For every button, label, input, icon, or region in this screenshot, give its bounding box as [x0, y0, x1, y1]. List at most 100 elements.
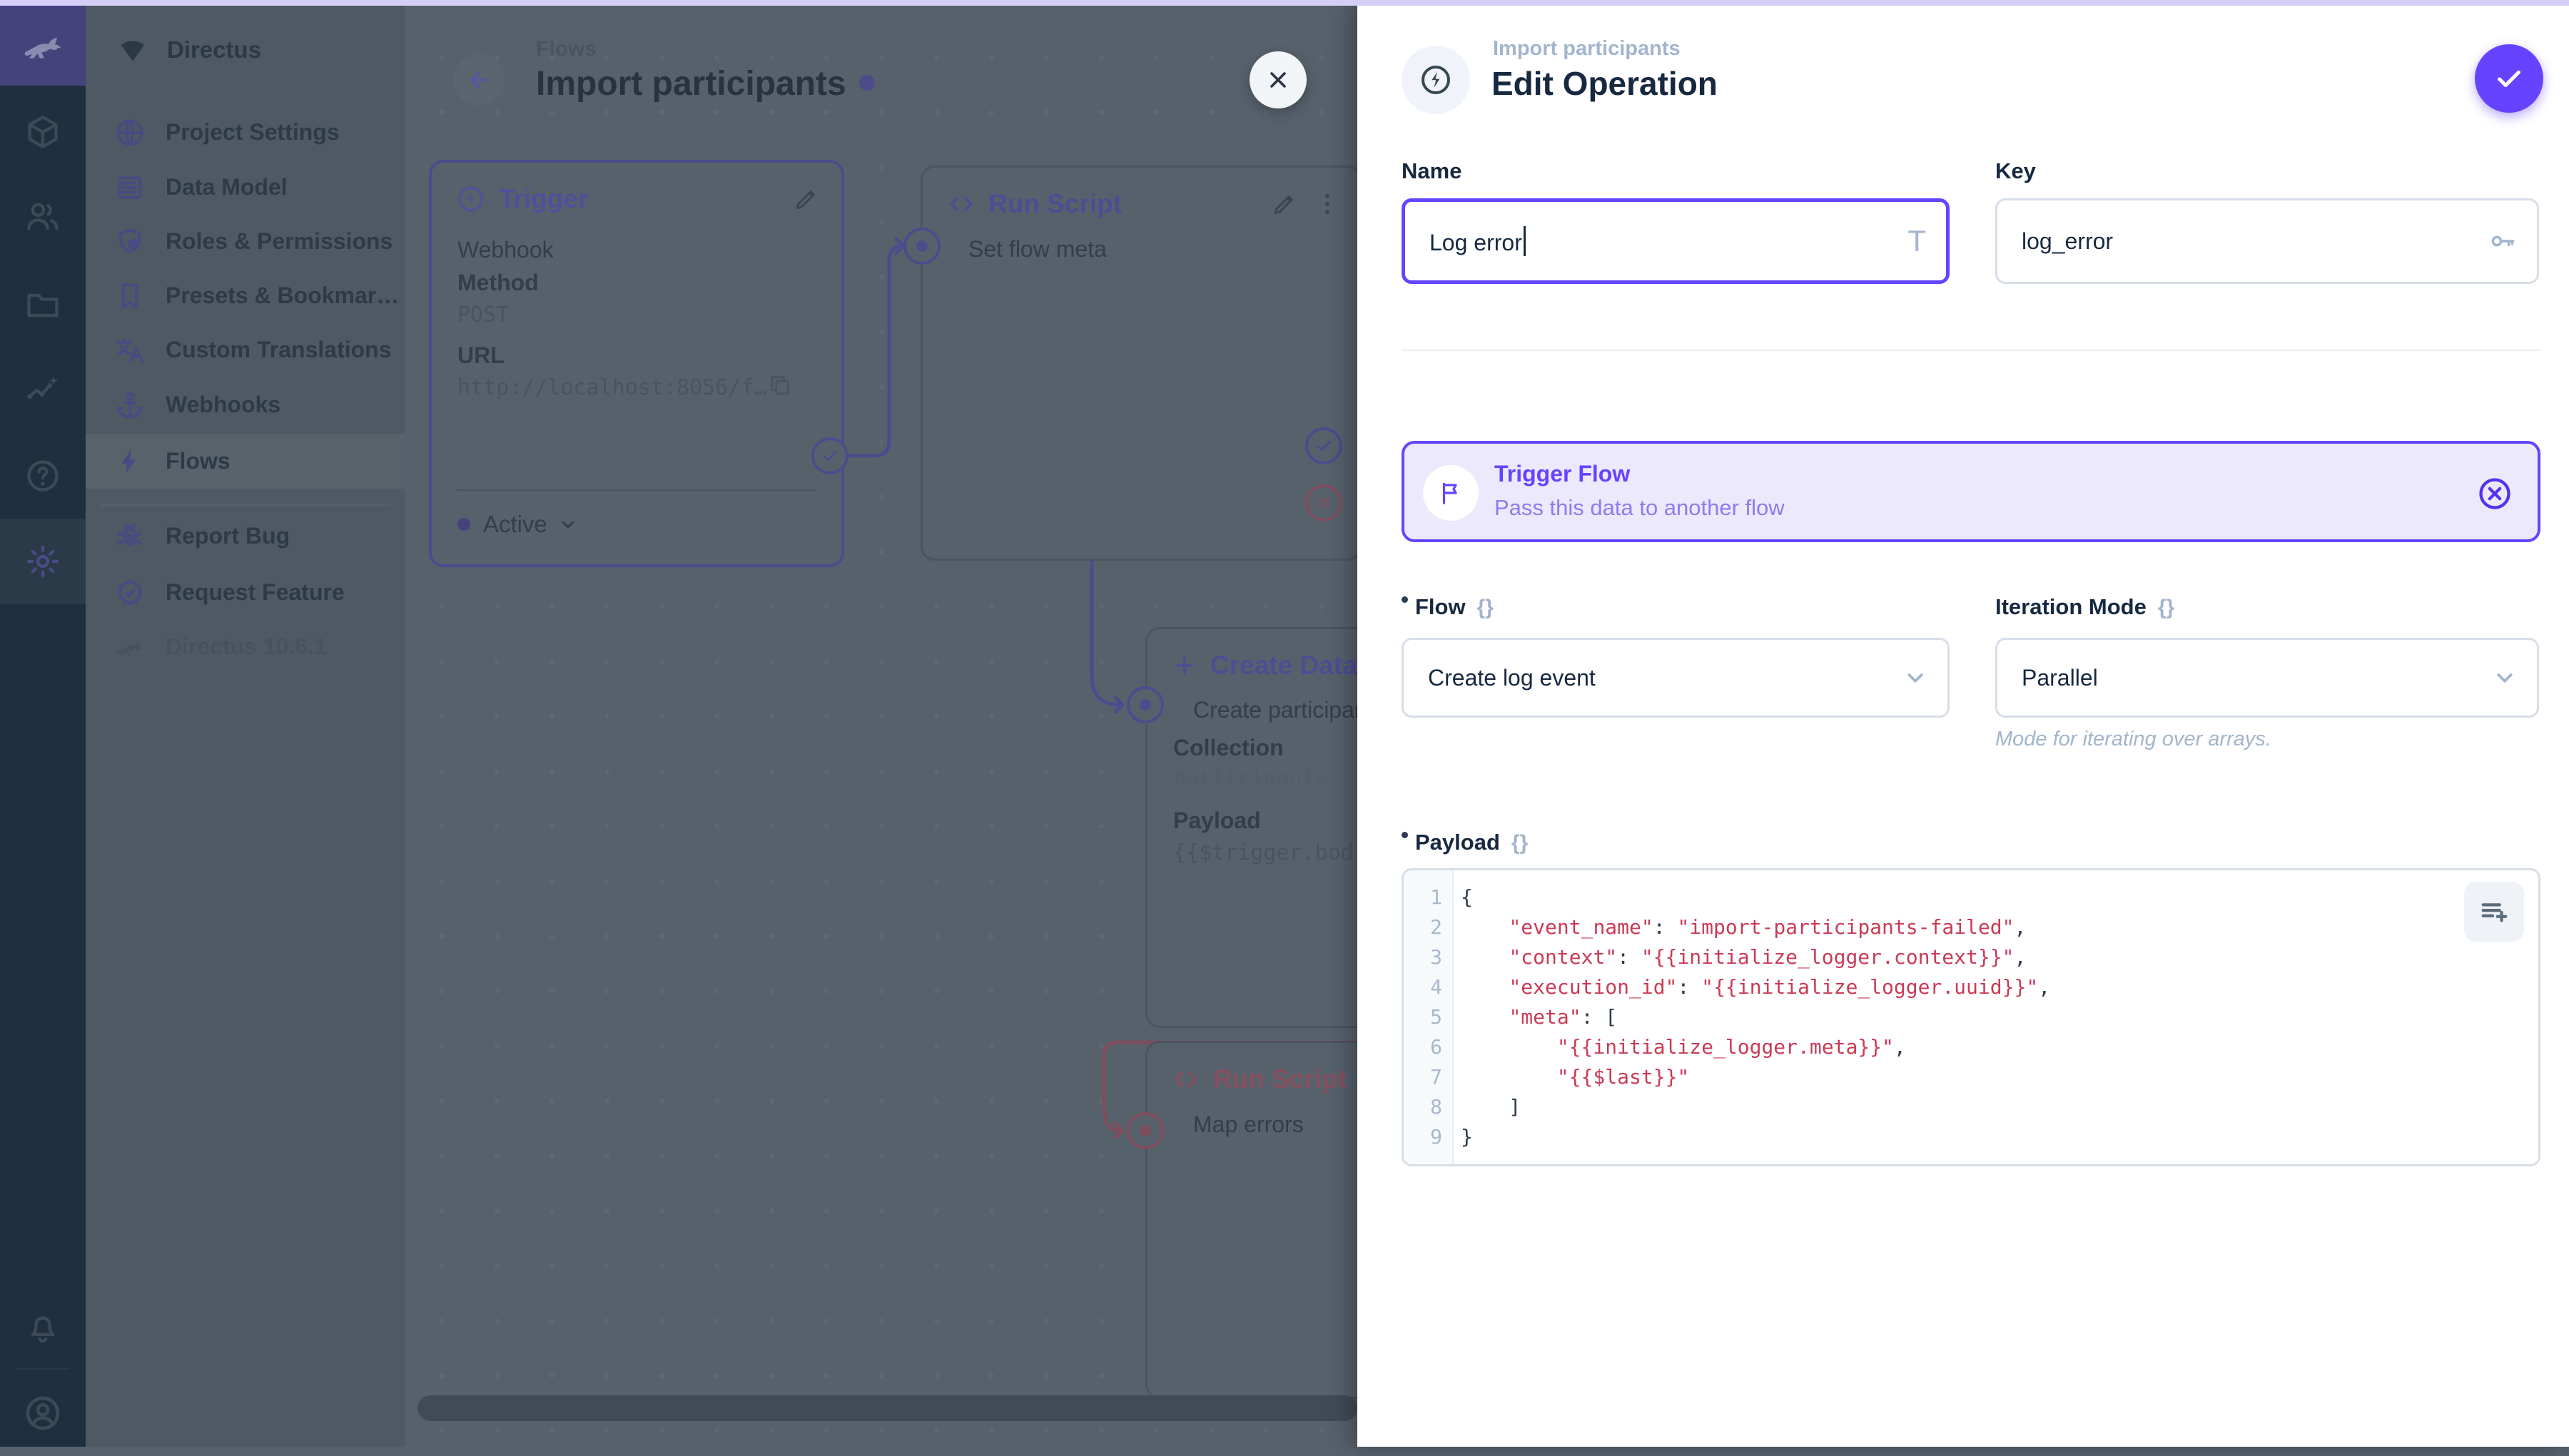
bolt-circle-icon: [1419, 63, 1453, 97]
create-data-input-connector: [1127, 686, 1164, 723]
copy-url-button[interactable]: [767, 372, 793, 398]
sidebar-item-request-feature[interactable]: Request Feature: [86, 565, 405, 620]
sidebar-item-label: Custom Translations: [166, 337, 392, 362]
notifications-bell-icon: [24, 1309, 61, 1346]
settings-sidebar: Directus Project Settings Data Model Rol…: [86, 6, 405, 1447]
run-script-input-connector: [903, 228, 941, 265]
payload-code-editor[interactable]: 1{2 "event_name": "import-participants-f…: [1402, 868, 2540, 1166]
settings-gear-icon: [24, 543, 61, 580]
run-script-header: Run Script: [947, 189, 1122, 219]
run-script-edit-button[interactable]: [1271, 190, 1298, 218]
banner-title: Trigger Flow: [1494, 461, 1631, 487]
back-button[interactable]: [454, 54, 505, 106]
page-title: Import participants: [536, 64, 875, 103]
payload-label: Payload: [1173, 808, 1261, 833]
map-errors-panel[interactable]: Run Script Map errors: [1145, 1041, 1357, 1399]
name-input[interactable]: Log error T: [1402, 198, 1950, 284]
sidebar-item-report-bug[interactable]: Report Bug: [86, 509, 405, 564]
sidebar-item-label: Flows: [166, 448, 230, 474]
code-line: 2 "event_name": "import-participants-fai…: [1430, 915, 2027, 939]
code-line: 5 "meta": [: [1430, 1004, 1618, 1029]
trigger-panel[interactable]: Trigger Webhook Method POST URL http://l…: [429, 160, 844, 567]
sidebar-item-presets-bookmarks[interactable]: Presets & Bookmar…: [86, 268, 405, 323]
sidebar-item-roles-permissions[interactable]: Roles & Permissions: [86, 214, 405, 269]
panel-divider: [456, 489, 817, 491]
directus-rabbit-icon: [114, 631, 146, 663]
save-button[interactable]: [2475, 44, 2543, 113]
iteration-mode-select[interactable]: Parallel: [1995, 638, 2539, 718]
title-case-icon: T: [1907, 224, 1926, 258]
project-switcher[interactable]: Directus: [86, 24, 405, 76]
module-users-button[interactable]: [0, 173, 86, 259]
required-dot: [1402, 832, 1408, 838]
operation-name: Create participant: [1193, 697, 1357, 723]
sidebar-item-custom-translations[interactable]: Custom Translations: [86, 322, 405, 377]
url-label: URL: [457, 342, 505, 368]
braces-icon: {}: [1476, 596, 1494, 619]
module-help-button[interactable]: [0, 433, 86, 519]
data-model-icon: [114, 172, 146, 203]
code-tag-icon: [947, 190, 976, 218]
run-script-menu-button[interactable]: [1314, 190, 1341, 218]
collection-value: participants: [1173, 765, 1328, 790]
trigger-edit-button[interactable]: [793, 185, 820, 213]
kebab-menu-icon: [1314, 190, 1341, 218]
bug-icon: [114, 521, 146, 552]
key-icon: [2487, 226, 2517, 256]
notifications-button[interactable]: [0, 1285, 86, 1370]
key-label: Key: [1995, 158, 2036, 183]
module-settings-button[interactable]: [0, 519, 86, 604]
flow-status-toggle[interactable]: Active: [457, 511, 579, 538]
sidebar-item-webhooks[interactable]: Webhooks: [86, 377, 405, 432]
code-lines: 1{2 "event_name": "import-participants-f…: [1404, 882, 2538, 1151]
directus-fan-icon: [117, 34, 148, 66]
sidebar-item-label: Request Feature: [166, 579, 345, 605]
horizontal-scrollbar[interactable]: [417, 1395, 1357, 1421]
shield-user-icon: [114, 226, 146, 258]
flow-canvas: Flows Import participants Trigger Webhoo…: [405, 6, 1357, 1447]
playlist-add-icon: [2478, 895, 2510, 928]
users-module-icon: [24, 198, 61, 235]
account-button[interactable]: [0, 1370, 86, 1456]
sidebar-item-flows[interactable]: Flows: [86, 434, 405, 489]
sidebar-item-data-model[interactable]: Data Model: [86, 160, 405, 215]
sidebar-item-project-settings[interactable]: Project Settings: [86, 105, 405, 160]
sidebar-item-label: Roles & Permissions: [166, 228, 393, 254]
insights-module-icon: [24, 371, 61, 408]
dismiss-banner-button[interactable]: [2476, 475, 2513, 512]
code-gutter: [1404, 870, 1454, 1164]
method-label: Method: [457, 270, 539, 295]
close-icon: [1265, 67, 1291, 93]
pencil-icon: [793, 185, 820, 213]
bookmark-icon: [114, 280, 146, 312]
directus-logo[interactable]: [0, 6, 86, 86]
code-line: 4 "execution_id": "{{initialize_logger.u…: [1430, 974, 2051, 999]
sidebar-item-label: Webhooks: [166, 392, 281, 417]
drawer-title: Edit Operation: [1491, 65, 1718, 102]
flow-select[interactable]: Create log event: [1402, 638, 1950, 718]
flow-label: Flow{}: [1402, 594, 1494, 620]
module-content-button[interactable]: [0, 89, 86, 175]
name-value: Log error: [1429, 226, 1907, 256]
insert-field-button[interactable]: [2464, 882, 2524, 942]
module-files-button[interactable]: [0, 261, 86, 347]
section-divider: [1402, 350, 2540, 351]
key-value: log_error: [2022, 228, 2114, 254]
payload-label: Payload{}: [1402, 830, 1528, 855]
create-data-header: Create Data: [1172, 651, 1357, 681]
map-errors-input-connector: [1127, 1112, 1164, 1149]
anchor-icon: [114, 390, 146, 421]
module-bar-divider: [16, 1368, 70, 1370]
module-insights-button[interactable]: [0, 347, 86, 432]
badge-check-icon: [114, 577, 146, 609]
close-button[interactable]: [1250, 51, 1307, 108]
key-input[interactable]: log_error: [1995, 198, 2539, 284]
flow-value: Create log event: [1428, 664, 1596, 691]
breadcrumb[interactable]: Flows: [536, 37, 597, 61]
run-script-panel[interactable]: Run Script Set flow meta: [921, 166, 1357, 561]
check-icon: [2493, 62, 2525, 95]
sidebar-item-label: Data Model: [166, 174, 288, 200]
iteration-mode-value: Parallel: [2022, 664, 2098, 691]
create-data-panel[interactable]: Create Data Create participant Collectio…: [1145, 627, 1357, 1028]
module-bar: [0, 0, 86, 1447]
